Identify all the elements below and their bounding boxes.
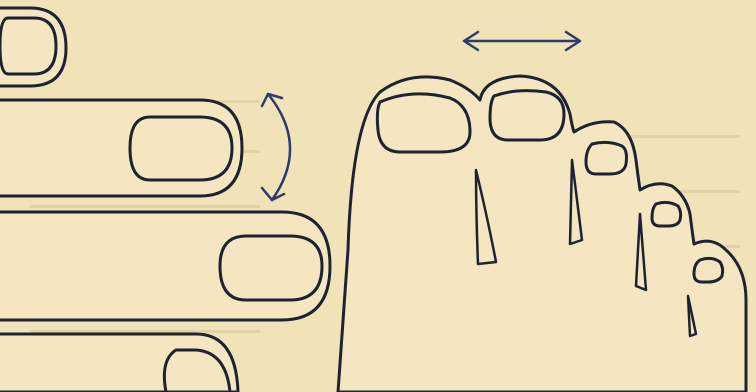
- fingernail-3: [218, 234, 324, 302]
- toenail-5: [692, 256, 725, 284]
- horizontal-double-arrow: [462, 30, 582, 52]
- toenail-4: [650, 200, 683, 228]
- toenail-1: [375, 92, 472, 154]
- foot-outline: [336, 74, 748, 392]
- fingernail-2: [128, 115, 234, 182]
- toe-gap-1: [474, 168, 498, 266]
- fingers-group: [0, 6, 332, 392]
- toenail-2: [488, 89, 566, 142]
- toe-gap-2: [568, 158, 584, 246]
- foot-group: [336, 74, 748, 392]
- toenail-3: [584, 140, 628, 176]
- curved-double-arrow: [260, 92, 292, 202]
- fingernail-1: [0, 16, 58, 76]
- toe-gap-3: [634, 212, 648, 292]
- toe-gap-4: [686, 294, 698, 338]
